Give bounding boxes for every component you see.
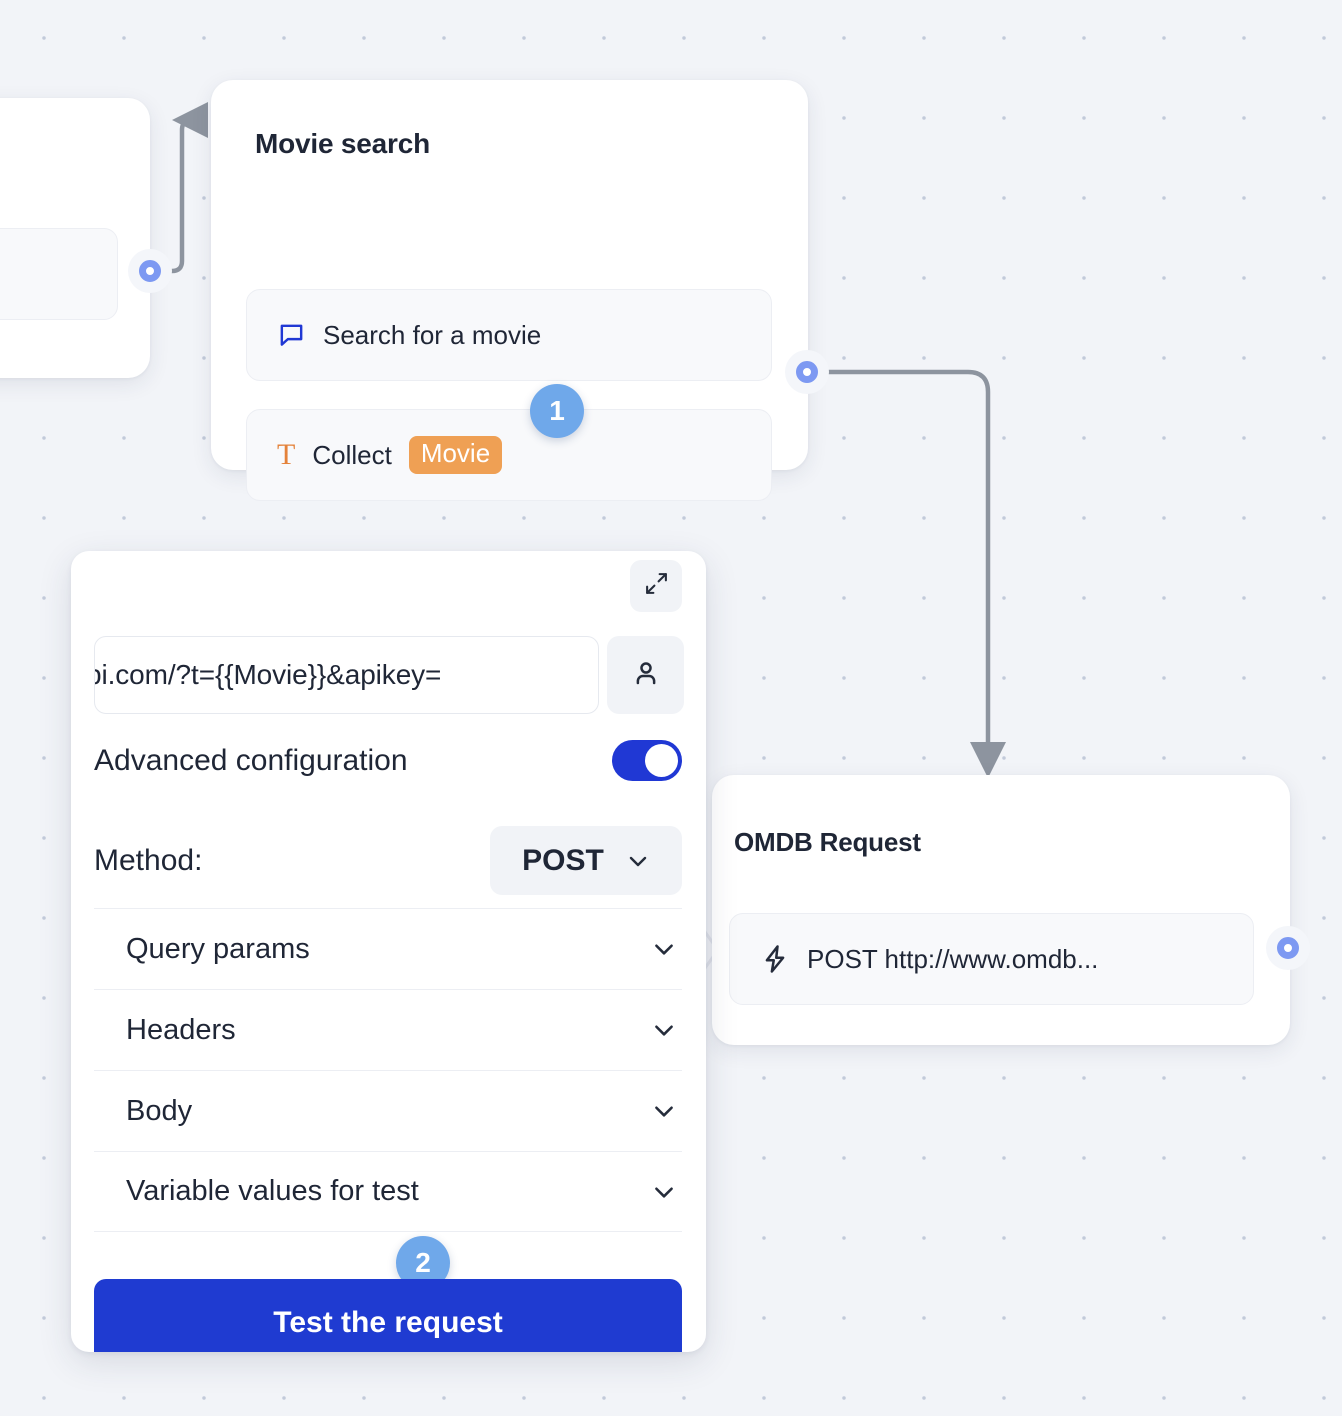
- text-T-icon: T: [277, 440, 295, 470]
- toggle-knob: [645, 744, 678, 777]
- url-input[interactable]: pi.com/?t={{Movie}}&apikey=: [94, 636, 599, 714]
- advanced-configuration-row: Advanced configuration: [94, 740, 682, 781]
- lightning-bolt-icon: [760, 944, 790, 974]
- previous-node-output-handle[interactable]: [139, 260, 161, 282]
- accordion-label: Body: [126, 1095, 192, 1128]
- chevron-down-icon: [651, 1017, 677, 1043]
- chevron-down-icon: [626, 849, 650, 873]
- advanced-configuration-label: Advanced configuration: [94, 744, 408, 778]
- accordion-item-variable-values-for-test[interactable]: Variable values for test: [94, 1151, 682, 1232]
- accordion-item-query-params[interactable]: Query params: [94, 908, 682, 989]
- accordion-item-headers[interactable]: Headers: [94, 989, 682, 1070]
- expand-panel-button[interactable]: [630, 560, 682, 612]
- node-row-label: Search for a movie: [323, 320, 541, 351]
- method-select[interactable]: POST: [490, 826, 682, 895]
- accordion-label: Variable values for test: [126, 1175, 419, 1208]
- chat-bubble-icon: [277, 321, 306, 350]
- node-row-collect-movie[interactable]: T Collect Movie: [246, 409, 772, 501]
- expand-diagonal-icon: [644, 571, 669, 601]
- edge-movie-to-omdb: [828, 372, 988, 760]
- edge-prev-to-movie: [160, 120, 192, 271]
- previous-node[interactable]: [0, 98, 150, 378]
- node-row-label: Collect: [312, 440, 391, 471]
- node-row-label: POST http://www.omdb...: [807, 944, 1098, 975]
- node-row-search-for-a-movie[interactable]: Search for a movie: [246, 289, 772, 381]
- advanced-configuration-toggle[interactable]: [612, 740, 682, 781]
- url-row: pi.com/?t={{Movie}}&apikey=: [94, 636, 684, 714]
- node-title-movie-search: Movie search: [255, 128, 430, 160]
- movie-search-output-handle[interactable]: [796, 361, 818, 383]
- accordion-label: Headers: [126, 1014, 236, 1047]
- node-omdb-request[interactable]: OMDB Request POST http://www.omdb...: [712, 775, 1290, 1045]
- omdb-output-handle[interactable]: [1277, 937, 1299, 959]
- chevron-down-icon: [651, 1179, 677, 1205]
- request-configuration-panel[interactable]: pi.com/?t={{Movie}}&apikey= 2 Advanced c…: [71, 551, 706, 1352]
- method-label: Method:: [94, 844, 202, 878]
- accordion-label: Query params: [126, 933, 310, 966]
- user-person-icon: [631, 658, 661, 693]
- node-row-post-request[interactable]: POST http://www.omdb...: [729, 913, 1254, 1005]
- node-movie-search[interactable]: Movie search Search for a movie T Collec…: [211, 80, 808, 470]
- step-badge-1: 1: [530, 384, 584, 438]
- accordion-item-body[interactable]: Body: [94, 1070, 682, 1151]
- method-row: Method: POST: [94, 826, 682, 895]
- variable-chip-movie[interactable]: Movie: [409, 436, 502, 473]
- method-selected-value: POST: [522, 844, 604, 878]
- auth-user-button[interactable]: [607, 636, 684, 714]
- chevron-down-icon: [651, 936, 677, 962]
- request-sections-accordion: Query params Headers Body Variable value…: [94, 908, 682, 1232]
- previous-node-row[interactable]: [0, 228, 118, 320]
- node-title-omdb-request: OMDB Request: [734, 827, 921, 858]
- chevron-down-icon: [651, 1098, 677, 1124]
- test-the-request-button[interactable]: Test the request: [94, 1279, 682, 1352]
- url-input-value: pi.com/?t={{Movie}}&apikey=: [94, 659, 441, 691]
